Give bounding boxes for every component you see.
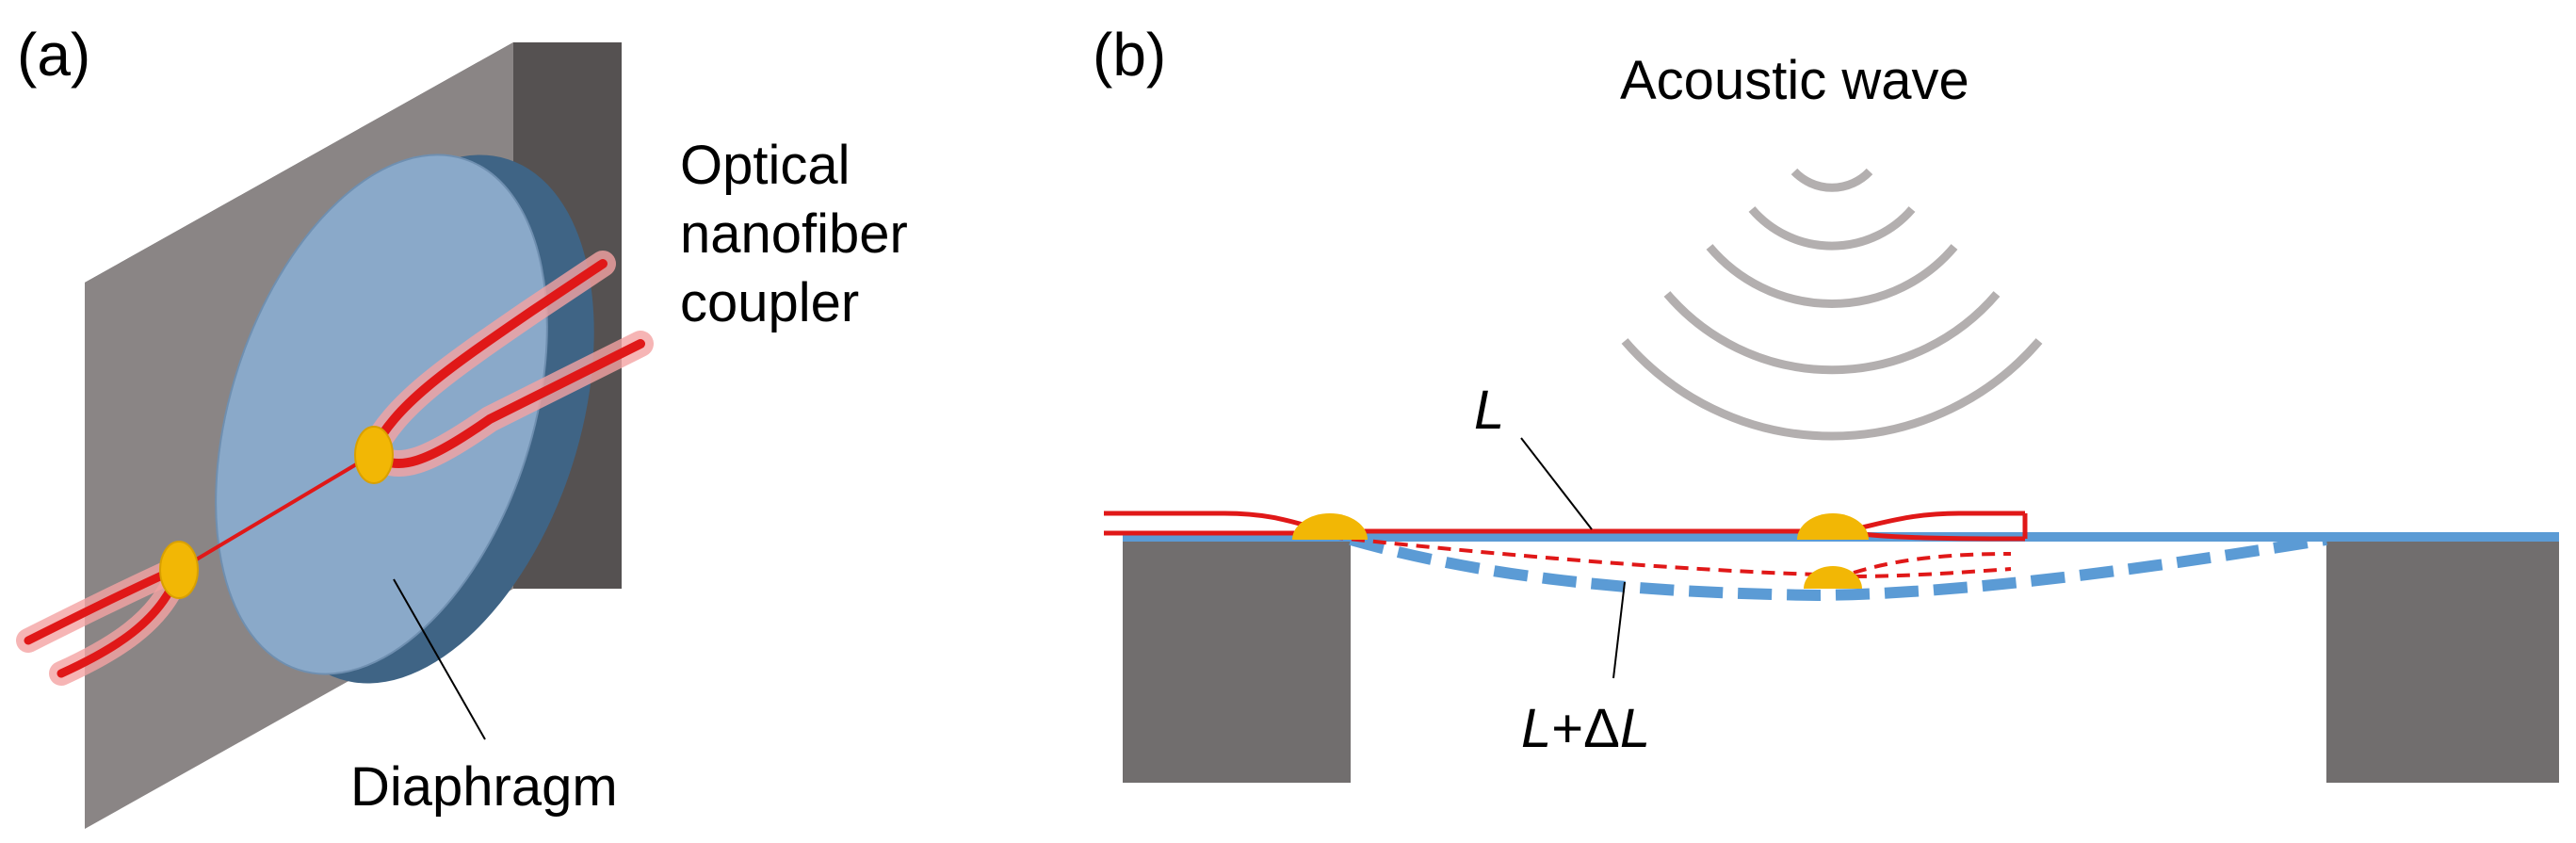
fiber-label-line-2: nanofiber xyxy=(680,203,908,265)
glue-spot-b-left xyxy=(1292,513,1368,540)
glue-spot-b-deflected xyxy=(1804,566,1862,589)
glue-spot-left xyxy=(159,541,199,599)
fiber-stretched-right-lower xyxy=(1853,567,2012,578)
fiber-original xyxy=(1104,511,2028,542)
wavefront-5 xyxy=(1621,338,2043,441)
wavefront-2 xyxy=(1748,206,1916,251)
fiber-left-upper xyxy=(24,565,179,645)
stretched-length-leader-line xyxy=(1612,581,1626,679)
stretched-length-label: L+ΔL xyxy=(1521,698,1650,759)
support-block-right xyxy=(2326,540,2559,783)
length-leader-line xyxy=(1520,437,1593,530)
wavefront-4 xyxy=(1663,291,2001,375)
fiber-stretched-right-upper xyxy=(1853,552,2012,575)
fiber-original-right-upper xyxy=(1853,511,2025,532)
fiber-stretched-waist xyxy=(1329,535,1819,576)
fiber-label-line-1: Optical xyxy=(680,135,851,196)
diaphragm-leader-line xyxy=(393,578,486,740)
panel-b-label: (b) xyxy=(1093,21,1166,89)
glue-spot-b-center xyxy=(1797,513,1869,540)
stretched-length-delta: Δ xyxy=(1583,698,1620,759)
panel-a: (a) xyxy=(16,21,908,829)
stretched-length-plus: + xyxy=(1551,698,1583,759)
acoustic-wave xyxy=(1621,168,2043,441)
membrane-deflected xyxy=(1349,534,2327,602)
panel-a-label: (a) xyxy=(17,21,90,89)
length-label: L xyxy=(1474,380,1504,441)
acoustic-wave-label: Acoustic wave xyxy=(1620,50,1969,111)
stretched-length-prefix: L xyxy=(1521,698,1551,759)
fiber-taper-waist xyxy=(177,453,374,572)
fiber-label-line-3: coupler xyxy=(680,272,859,333)
glue-spot-right xyxy=(354,426,394,484)
wavefront-3 xyxy=(1706,244,1958,308)
diaphragm-label: Diaphragm xyxy=(350,756,618,818)
panel-b: (b) Acoustic wave xyxy=(1093,21,2559,783)
wavefront-1 xyxy=(1790,168,1873,192)
fiber-stretched xyxy=(1329,535,2012,578)
stretched-length-suffix: L xyxy=(1620,698,1650,759)
support-block-left xyxy=(1123,540,1351,783)
